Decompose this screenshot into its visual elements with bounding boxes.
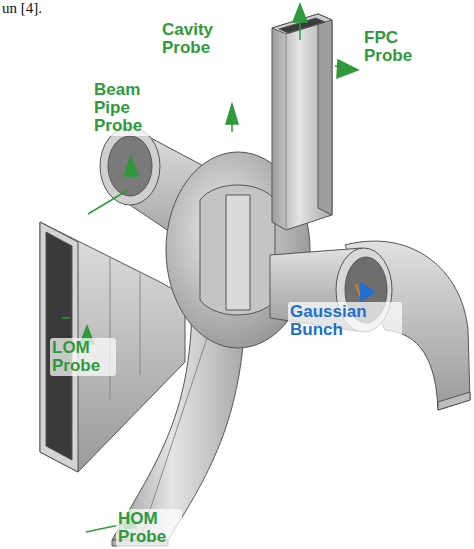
reference-fragment: un [4].	[2, 0, 42, 17]
gaussian-bunch-marker	[356, 282, 376, 302]
probe-label: FPC Probe	[362, 28, 436, 66]
probe-label: LOM Probe	[50, 338, 116, 376]
probe-label: Cavity Probe	[160, 20, 234, 58]
probe-arrows	[62, 4, 358, 532]
cavity-body	[40, 14, 470, 546]
probe-label: Beam Pipe Probe	[92, 80, 156, 136]
bunch-label: Gaussian Bunch	[288, 302, 402, 340]
probe-label: HOM Probe	[116, 509, 182, 547]
